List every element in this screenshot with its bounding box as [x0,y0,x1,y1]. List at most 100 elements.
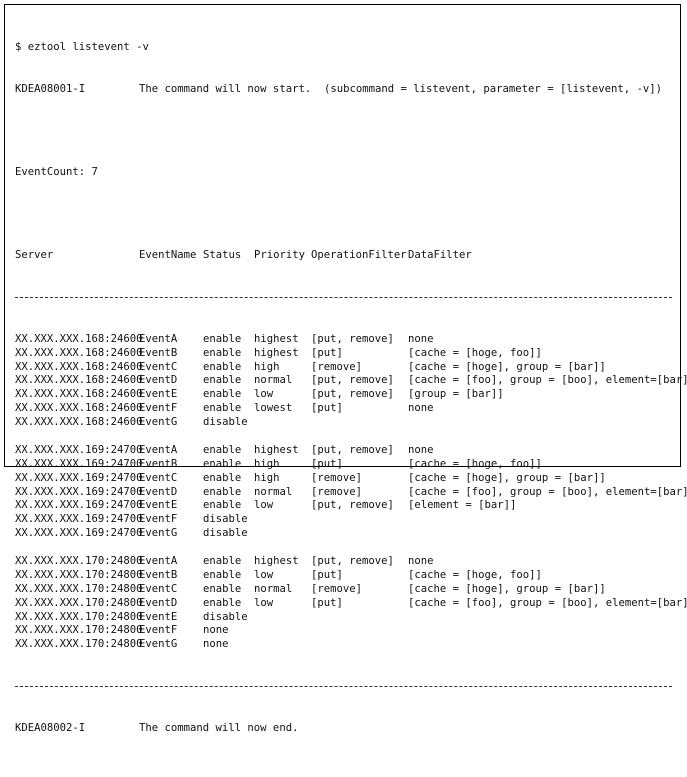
cell-eventname: EventG [139,638,178,651]
cell-server: XX.XXX.XXX.169:24700 [15,485,143,498]
header-operationfilter: OperationFilter [311,249,407,262]
cell-eventname: EventD [139,485,178,498]
cell-server: XX.XXX.XXX.168:24600 [15,346,143,359]
end-message-code: KDEA08002-I [15,721,86,734]
cell-datafilter: none [408,554,434,567]
cell-priority: highest [254,554,299,567]
cell-eventname: EventC [139,582,178,595]
cell-status: enable [203,402,242,415]
cell-datafilter: [cache = [hoge], group = [bar]] [408,360,606,373]
cell-status: enable [203,596,242,609]
cell-server: XX.XXX.XXX.168:24600 [15,374,143,387]
cell-server: XX.XXX.XXX.170:24800 [15,596,143,609]
cell-eventname: EventB [139,346,178,359]
cell-priority: normal [254,485,293,498]
cell-priority: highest [254,332,299,345]
terminal-window: $ eztool listevent -v KDEA08001-I The co… [4,4,687,734]
cell-eventname: EventA [139,443,178,456]
cell-eventname: EventG [139,527,178,540]
cell-server: XX.XXX.XXX.169:24700 [15,471,143,484]
cell-status: none [203,638,229,651]
cell-priority: highest [254,346,299,359]
cell-status: enable [203,457,242,470]
cell-datafilter: none [408,402,434,415]
cell-datafilter: [cache = [hoge], group = [bar]] [408,582,606,595]
cell-datafilter: none [408,332,434,345]
cell-status: enable [203,374,242,387]
cell-eventname: EventA [139,554,178,567]
cell-priority: high [254,360,280,373]
cell-priority: normal [254,374,293,387]
cell-operationfilter: [put] [311,402,343,415]
cell-server: XX.XXX.XXX.168:24600 [15,360,143,373]
cell-eventname: EventC [139,360,178,373]
cell-operationfilter: [remove] [311,360,363,373]
cell-eventname: EventB [139,457,178,470]
cell-operationfilter: [put] [311,457,343,470]
cell-datafilter: [group = [bar]] [408,388,504,401]
header-server: Server [15,249,54,262]
cell-server: XX.XXX.XXX.169:24700 [15,443,143,456]
cell-status: enable [203,360,242,373]
cell-operationfilter: [remove] [311,471,363,484]
cell-server: XX.XXX.XXX.168:24600 [15,332,143,345]
cell-status: disable [203,610,248,623]
cell-datafilter: [cache = [foo], group = [boo], element=[… [408,596,687,609]
cell-operationfilter: [put, remove] [311,554,394,567]
terminal-output: $ eztool listevent -v KDEA08001-I The co… [15,13,687,763]
end-message: KDEA08002-I The command will now end. [15,722,672,736]
cell-eventname: EventD [139,374,178,387]
cell-priority: low [254,388,274,401]
header-priority: Priority [254,249,306,262]
cell-operationfilter: [remove] [311,582,363,595]
cell-status: enable [203,388,242,401]
cell-datafilter: [cache = [hoge, foo]] [408,346,542,359]
cell-priority: low [254,596,274,609]
start-message-text: The command will now start. (subcommand … [139,82,662,95]
end-message-text: The command will now end. [139,721,299,734]
header-eventname: EventName [139,249,197,262]
table-header: Server EventName Status Priority Operati… [15,249,672,263]
cell-status: disable [203,513,248,526]
cell-datafilter: [cache = [foo], group = [boo], element=[… [408,374,687,387]
cell-server: XX.XXX.XXX.169:24700 [15,527,143,540]
cell-datafilter: none [408,443,434,456]
separator-line [15,680,672,694]
cell-datafilter: [cache = [foo], group = [boo], element=[… [408,485,687,498]
cell-operationfilter: [put, remove] [311,388,394,401]
cell-priority: normal [254,582,293,595]
cell-status: disable [203,416,248,429]
cell-eventname: EventF [139,513,178,526]
cell-status: enable [203,443,242,456]
cell-status: enable [203,346,242,359]
start-message-code: KDEA08001-I [15,82,86,95]
cell-server: XX.XXX.XXX.169:24700 [15,457,143,470]
cell-priority: highest [254,443,299,456]
cell-server: XX.XXX.XXX.168:24600 [15,416,143,429]
cell-operationfilter: [remove] [311,485,363,498]
separator-line [15,291,672,305]
cell-status: enable [203,554,242,567]
start-message: KDEA08001-I The command will now start. … [15,83,672,97]
event-count: EventCount: 7 [15,165,98,178]
cell-server: XX.XXX.XXX.170:24800 [15,582,143,595]
cell-datafilter: [cache = [hoge, foo]] [408,457,542,470]
cell-operationfilter: [put, remove] [311,374,394,387]
cell-operationfilter: [put] [311,346,343,359]
cell-eventname: EventE [139,610,178,623]
cell-status: none [203,624,229,637]
cell-operationfilter: [put, remove] [311,499,394,512]
